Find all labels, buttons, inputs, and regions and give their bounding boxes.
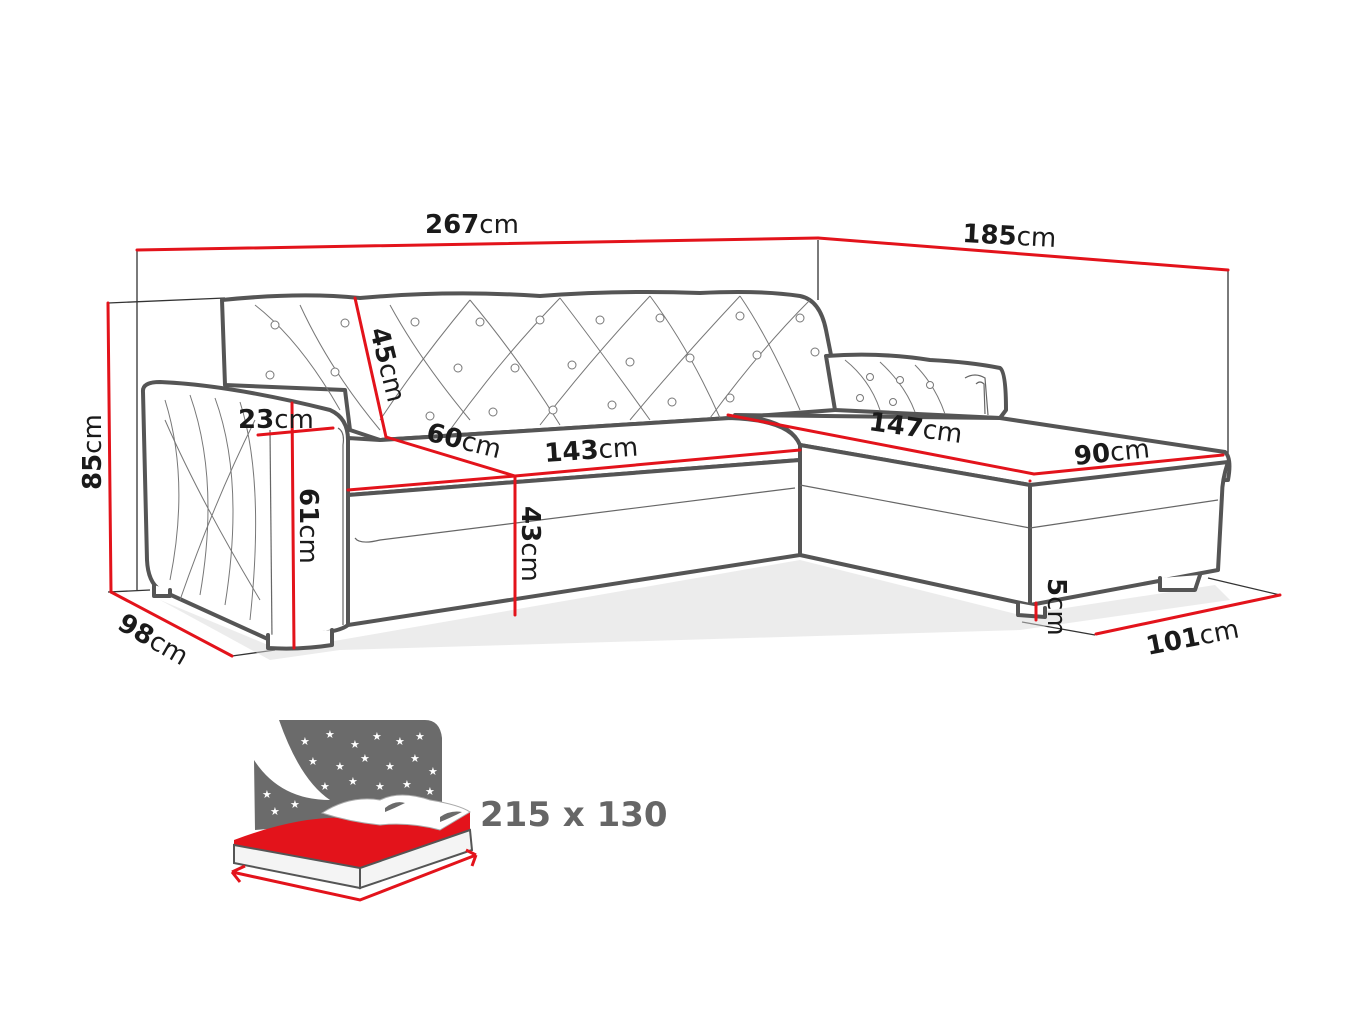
svg-text:★: ★: [320, 780, 330, 793]
dim-line-armrest-width: [256, 426, 335, 437]
svg-text:★: ★: [395, 735, 405, 748]
label-depth: 98cm: [113, 608, 194, 672]
dim-line-chaise-depth: [816, 236, 1230, 272]
dim-line-chaise-total-width: [1094, 593, 1282, 636]
svg-text:★: ★: [375, 780, 385, 793]
sleeping-area-label: 215 x 130: [480, 795, 668, 835]
label-chaise-width: 90cm: [1073, 434, 1152, 472]
dim-line-back-height: [353, 296, 388, 439]
svg-text:★: ★: [300, 735, 310, 748]
extension-lines: [107, 240, 1281, 657]
floor-shadow: [160, 560, 1230, 660]
label-total-height: 85cm: [78, 414, 108, 490]
label-chaise-length: 147cm: [867, 407, 964, 450]
svg-text:★: ★: [385, 760, 395, 773]
svg-text:★: ★: [348, 775, 358, 788]
svg-text:★: ★: [350, 738, 360, 751]
dim-line-seat-front: [346, 474, 517, 492]
dim-line-seat-depth: [384, 435, 517, 478]
pillow-icon: [320, 794, 471, 831]
dimension-lines: [106, 236, 1282, 658]
dim-line-depth: [109, 590, 234, 658]
mattress-front: [359, 828, 474, 890]
length-arrow: [230, 848, 478, 902]
chaise-base-front: [1028, 460, 1230, 607]
svg-text:★: ★: [425, 785, 435, 798]
mattress-top: [234, 812, 470, 868]
svg-text:★: ★: [335, 760, 345, 773]
svg-text:★: ★: [308, 755, 318, 768]
left-leg-front: [266, 628, 334, 651]
svg-text:★: ★: [415, 730, 425, 743]
tufting-pattern: [164, 295, 946, 621]
svg-text:★: ★: [428, 765, 438, 778]
svg-text:★: ★: [270, 805, 280, 818]
label-seat-width: 143cm: [543, 433, 639, 469]
left-leg-back: [152, 583, 172, 598]
svg-text:★: ★: [290, 798, 300, 811]
dim-line-chaise-width: [1032, 453, 1225, 476]
bed-icon: ★★★ ★★★ ★★★ ★★★ ★★★ ★★★ ★★: [230, 720, 478, 902]
dim-line-chaise-length: [726, 413, 1036, 476]
label-armrest-width: 23cm: [238, 405, 314, 435]
label-chaise-depth: 185cm: [962, 219, 1057, 254]
dim-line-seat-width: [513, 448, 802, 478]
dim-line-total-width: [135, 236, 820, 252]
svg-text:★: ★: [402, 778, 412, 791]
svg-text:★: ★: [360, 752, 370, 765]
chaise-leg-back: [1158, 573, 1202, 592]
chaise-back: [824, 352, 1008, 420]
label-armrest-height: 61cm: [293, 488, 323, 564]
svg-text:★: ★: [410, 752, 420, 765]
stars-icon: ★★★ ★★★ ★★★ ★★★ ★★★ ★★★ ★★: [262, 728, 438, 818]
dim-line-armrest-height: [290, 401, 296, 650]
chaise-leg-front: [1016, 601, 1047, 619]
dim-line-total-height: [106, 301, 113, 594]
svg-text:★: ★: [372, 730, 382, 743]
label-total-width: 267cm: [425, 210, 519, 240]
backrest: [220, 290, 837, 442]
label-seat-height: 43cm: [515, 506, 545, 582]
label-leg-height: 5cm: [1041, 578, 1071, 636]
sofa-drawing: [140, 290, 1232, 651]
svg-text:★: ★: [262, 788, 272, 801]
svg-text:★: ★: [325, 728, 335, 741]
